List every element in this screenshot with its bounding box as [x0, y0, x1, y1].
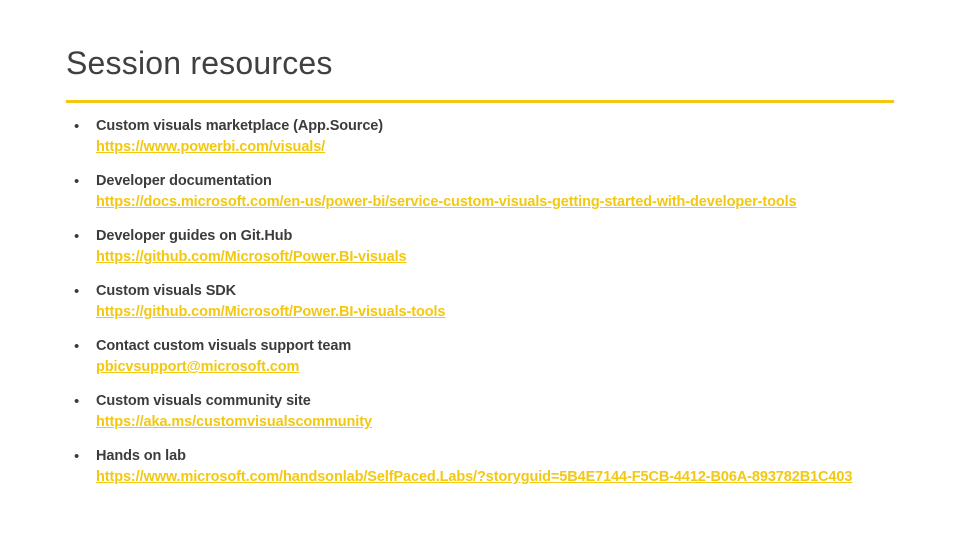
resource-label: Custom visuals marketplace (App.Source) — [96, 118, 383, 134]
list-item-body: Developer guides on Git.Hub https://gith… — [96, 226, 926, 268]
resource-link[interactable]: https://docs.microsoft.com/en-us/power-b… — [96, 194, 797, 210]
list-item: • Hands on lab https://www.microsoft.com… — [66, 446, 926, 488]
resource-label: Custom visuals community site — [96, 393, 311, 409]
list-item: • Developer documentation https://docs.m… — [66, 171, 926, 213]
resource-link[interactable]: https://aka.ms/customvisualscommunity — [96, 414, 372, 430]
title-divider — [66, 100, 894, 103]
resource-label: Developer guides on Git.Hub — [96, 228, 293, 244]
list-item: • Custom visuals SDK https://github.com/… — [66, 281, 926, 323]
list-item: • Custom visuals community site https://… — [66, 391, 926, 433]
list-item-body: Developer documentation https://docs.mic… — [96, 171, 926, 213]
bullet-icon: • — [74, 283, 80, 300]
bullet-icon: • — [74, 338, 80, 355]
list-item-body: Custom visuals community site https://ak… — [96, 391, 926, 433]
page-title: Session resources — [66, 45, 333, 81]
list-item: • Developer guides on Git.Hub https://gi… — [66, 226, 926, 268]
resource-link[interactable]: pbicvsupport@microsoft.com — [96, 359, 300, 375]
resource-list: • Custom visuals marketplace (App.Source… — [66, 116, 926, 501]
list-item-body: Custom visuals marketplace (App.Source) … — [96, 116, 926, 158]
list-item: • Contact custom visuals support team pb… — [66, 336, 926, 378]
bullet-icon: • — [74, 173, 80, 190]
bullet-icon: • — [74, 393, 80, 410]
resource-label: Hands on lab — [96, 448, 186, 464]
resource-link[interactable]: https://www.powerbi.com/visuals/ — [96, 139, 326, 155]
resource-label: Developer documentation — [96, 173, 272, 189]
resource-label: Custom visuals SDK — [96, 283, 237, 299]
list-item-body: Hands on lab https://www.microsoft.com/h… — [96, 446, 926, 488]
list-item: • Custom visuals marketplace (App.Source… — [66, 116, 926, 158]
bullet-icon: • — [74, 228, 80, 245]
bullet-icon: • — [74, 448, 80, 465]
bullet-icon: • — [74, 118, 80, 135]
resource-link[interactable]: https://www.microsoft.com/handsonlab/Sel… — [96, 469, 853, 485]
list-item-body: Custom visuals SDK https://github.com/Mi… — [96, 281, 926, 323]
resource-link[interactable]: https://github.com/Microsoft/Power.BI-vi… — [96, 304, 446, 320]
list-item-body: Contact custom visuals support team pbic… — [96, 336, 926, 378]
resource-link[interactable]: https://github.com/Microsoft/Power.BI-vi… — [96, 249, 407, 265]
resource-label: Contact custom visuals support team — [96, 338, 352, 354]
